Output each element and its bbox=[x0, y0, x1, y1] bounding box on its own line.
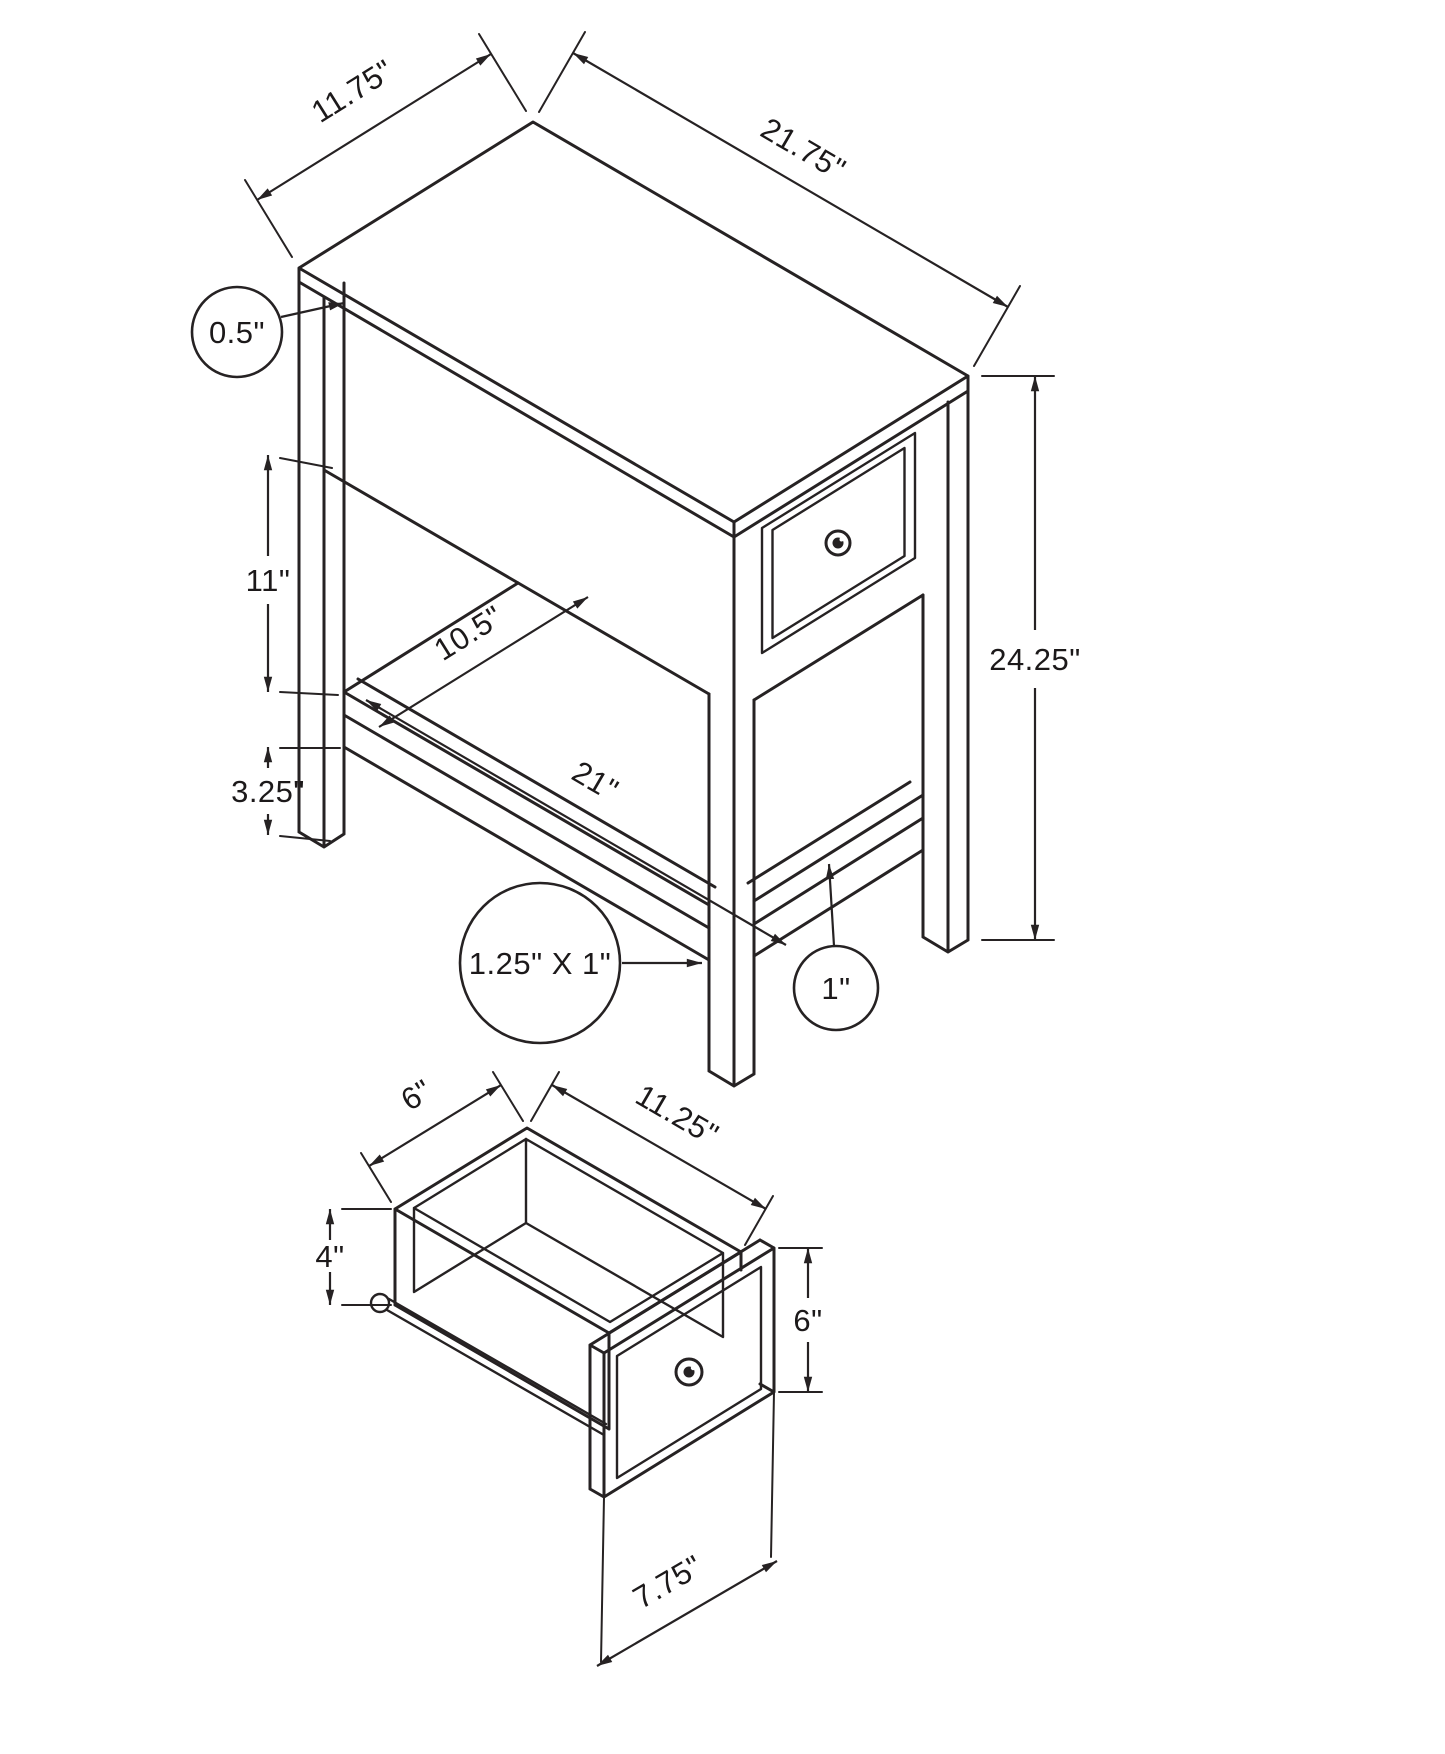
knob-highlight bbox=[690, 1365, 696, 1371]
extension-lines bbox=[279, 747, 341, 842]
drawer-box-interior bbox=[412, 1137, 725, 1339]
dim-label-overall-height: 24.25" bbox=[989, 642, 1081, 677]
dimension-line bbox=[368, 1084, 502, 1167]
dim-top-length: 21.75" bbox=[538, 31, 1021, 367]
dim-label-front-width: 7.75" bbox=[627, 1548, 708, 1615]
extension-lines bbox=[600, 1391, 775, 1663]
table-apron bbox=[322, 468, 925, 702]
extension-lines bbox=[530, 1071, 774, 1246]
dim-shelf-depth: 10.5" bbox=[378, 596, 589, 728]
dimension-line bbox=[256, 53, 492, 201]
callout-top-thickness: 0.5" bbox=[190, 285, 345, 379]
drawer-glide-rail bbox=[385, 1297, 608, 1437]
extension-lines bbox=[538, 31, 1021, 367]
extension-lines bbox=[981, 375, 1055, 941]
dimension-line bbox=[551, 1084, 767, 1210]
dim-label-front-height: 6" bbox=[793, 1303, 822, 1338]
knob-highlight bbox=[839, 537, 844, 542]
callout-circle bbox=[190, 285, 284, 379]
drawer-front-panel-inset bbox=[615, 1265, 763, 1480]
dim-drawer-inner-depth: 6" bbox=[360, 1071, 524, 1203]
callout-circle bbox=[792, 944, 880, 1032]
drawer-front-frame bbox=[760, 431, 917, 655]
extension-lines bbox=[778, 1247, 823, 1393]
dimension-line bbox=[596, 1560, 778, 1667]
leader-line bbox=[825, 863, 836, 947]
callout-shelf-thickness: 1" bbox=[792, 863, 880, 1032]
leader-line bbox=[280, 301, 345, 319]
dim-overall-height: 24.25" bbox=[981, 375, 1081, 941]
callout-circle bbox=[458, 881, 622, 1045]
dim-drawer-front-width: 7.75" bbox=[596, 1391, 778, 1667]
extension-lines bbox=[244, 33, 527, 258]
dim-label-inner-depth: 6" bbox=[395, 1072, 438, 1117]
dim-top-depth: 11.75" bbox=[244, 33, 527, 258]
dim-label-apron-height: 11" bbox=[246, 563, 291, 598]
dim-label-top-depth: 11.75" bbox=[305, 53, 399, 130]
drawer-panel-knob bbox=[674, 1357, 704, 1387]
drawer-detail-view: 6" 11.25" 4" 6" 7.75" bbox=[315, 1071, 823, 1667]
dim-drawer-box-height: 4" bbox=[315, 1208, 392, 1306]
extension-lines bbox=[341, 1208, 392, 1306]
dim-drawer-front-height: 6" bbox=[778, 1247, 823, 1393]
dim-label-shelf-thickness: 1" bbox=[821, 971, 850, 1006]
dimension-line bbox=[365, 699, 787, 946]
dim-drawer-inner-length: 11.25" bbox=[530, 1071, 774, 1246]
drawer-knob bbox=[824, 529, 852, 557]
table-assembly-view: 11.75" 21.75" 0.5" 11" 3.25" bbox=[190, 31, 1081, 1088]
extension-lines bbox=[360, 1071, 524, 1203]
dim-label-box-height: 4" bbox=[315, 1239, 344, 1274]
tabletop-outline bbox=[297, 120, 970, 539]
callout-leg-section: 1.25" X 1" bbox=[458, 881, 702, 1045]
dim-label-shelf-length: 21" bbox=[566, 754, 624, 808]
dim-label-shelf-depth: 10.5" bbox=[428, 599, 509, 668]
dim-label-leg-section: 1.25" X 1" bbox=[469, 946, 612, 981]
dimension-line bbox=[572, 52, 1009, 308]
dim-apron-height: 11" bbox=[246, 455, 339, 696]
dim-label-inner-length: 11.25" bbox=[630, 1077, 725, 1152]
extension-lines bbox=[279, 457, 339, 696]
dim-label-top-thickness: 0.5" bbox=[209, 315, 265, 350]
glide-wheel bbox=[369, 1292, 391, 1314]
dim-base-clearance: 3.25" bbox=[231, 747, 341, 842]
dim-label-base-clearance: 3.25" bbox=[231, 774, 305, 809]
dim-label-top-length: 21.75" bbox=[755, 111, 852, 187]
